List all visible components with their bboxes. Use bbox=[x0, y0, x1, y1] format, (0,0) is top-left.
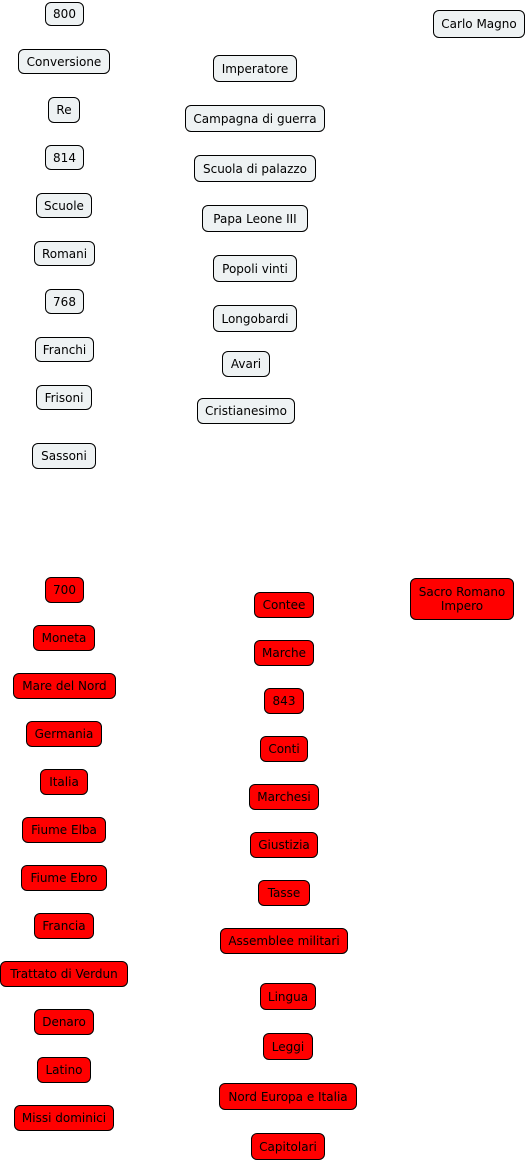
node-italia[interactable]: Italia bbox=[40, 769, 88, 795]
node-francia[interactable]: Francia bbox=[34, 913, 94, 939]
node-800[interactable]: 800 bbox=[45, 2, 84, 26]
node-popoli-vinti[interactable]: Popoli vinti bbox=[213, 255, 297, 282]
node-fiume-ebro[interactable]: Fiume Ebro bbox=[21, 865, 107, 891]
node-leggi[interactable]: Leggi bbox=[263, 1033, 313, 1060]
node-latino[interactable]: Latino bbox=[37, 1057, 91, 1083]
node-mare-del-nord[interactable]: Mare del Nord bbox=[13, 673, 116, 699]
node-carlo-magno[interactable]: Carlo Magno bbox=[433, 10, 525, 38]
node-moneta[interactable]: Moneta bbox=[33, 625, 95, 651]
node-scuole[interactable]: Scuole bbox=[36, 193, 92, 218]
node-768[interactable]: 768 bbox=[45, 289, 84, 314]
node-marchesi[interactable]: Marchesi bbox=[249, 784, 319, 810]
node-fiume-elba[interactable]: Fiume Elba bbox=[22, 817, 106, 843]
node-lingua[interactable]: Lingua bbox=[260, 983, 316, 1010]
node-conti[interactable]: Conti bbox=[260, 736, 308, 762]
node-conversione[interactable]: Conversione bbox=[18, 49, 110, 74]
node-843[interactable]: 843 bbox=[264, 688, 304, 714]
node-cristianesimo[interactable]: Cristianesimo bbox=[197, 398, 295, 424]
node-capitolari[interactable]: Capitolari bbox=[251, 1133, 325, 1160]
node-sacro-romano-impero[interactable]: Sacro Romano Impero bbox=[410, 578, 514, 620]
node-assemblee-militari[interactable]: Assemblee militari bbox=[220, 928, 348, 954]
node-nord-europa-e-italia[interactable]: Nord Europa e Italia bbox=[219, 1083, 357, 1110]
node-missi-dominici[interactable]: Missi dominici bbox=[14, 1105, 114, 1131]
node-longobardi[interactable]: Longobardi bbox=[213, 305, 297, 332]
node-avari[interactable]: Avari bbox=[222, 351, 270, 377]
node-germania[interactable]: Germania bbox=[26, 721, 102, 747]
node-franchi[interactable]: Franchi bbox=[35, 337, 94, 362]
node-frisoni[interactable]: Frisoni bbox=[36, 385, 92, 410]
node-re[interactable]: Re bbox=[48, 97, 80, 123]
node-tasse[interactable]: Tasse bbox=[258, 880, 310, 906]
node-700[interactable]: 700 bbox=[45, 577, 84, 603]
node-imperatore[interactable]: Imperatore bbox=[213, 55, 297, 82]
node-sassoni[interactable]: Sassoni bbox=[32, 443, 96, 469]
node-denaro[interactable]: Denaro bbox=[34, 1009, 94, 1035]
node-giustizia[interactable]: Giustizia bbox=[250, 832, 318, 858]
node-marche[interactable]: Marche bbox=[254, 640, 314, 666]
node-trattato-di-verdun[interactable]: Trattato di Verdun bbox=[0, 961, 128, 987]
node-814[interactable]: 814 bbox=[45, 145, 84, 170]
node-contee[interactable]: Contee bbox=[254, 592, 314, 618]
node-romani[interactable]: Romani bbox=[34, 241, 95, 266]
node-papa-leone-iii[interactable]: Papa Leone III bbox=[202, 205, 308, 232]
node-campagna-di-guerra[interactable]: Campagna di guerra bbox=[185, 105, 325, 132]
node-scuola-di-palazzo[interactable]: Scuola di palazzo bbox=[194, 155, 316, 182]
